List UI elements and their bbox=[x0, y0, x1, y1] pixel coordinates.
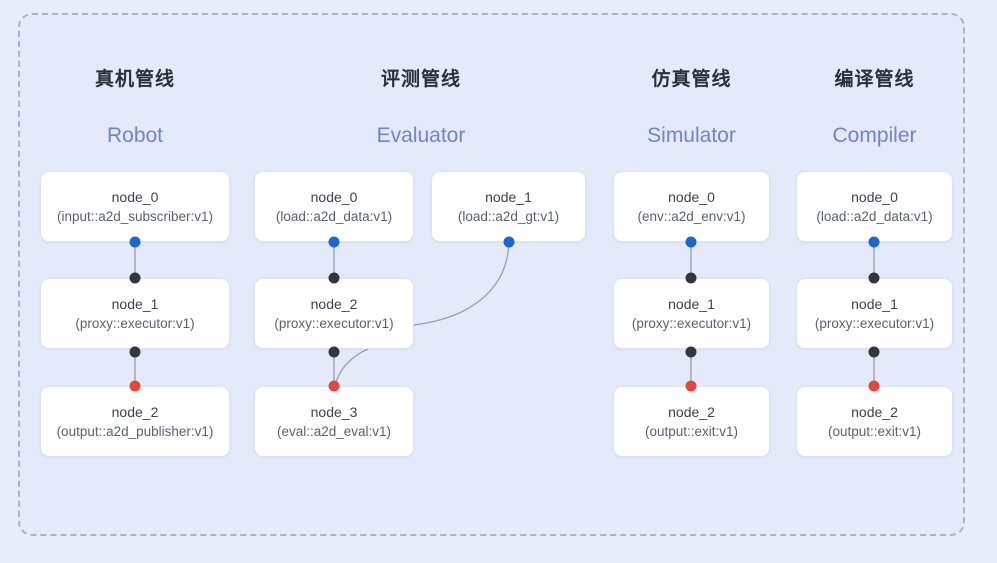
node-spec: (env::a2d_env:v1) bbox=[637, 208, 746, 224]
node-name: node_0 bbox=[851, 188, 898, 205]
node-spec: (input::a2d_subscriber:v1) bbox=[56, 208, 214, 224]
node-card-simulator-2[interactable]: node_2 (output::exit:v1) bbox=[613, 386, 770, 457]
port-out-evaluator-0[interactable] bbox=[328, 236, 340, 248]
column-title-cn-evaluator: 评测管线 bbox=[380, 69, 461, 90]
pipeline-dashed-frame bbox=[18, 13, 965, 536]
port-in-robot-1[interactable] bbox=[129, 272, 141, 284]
node-spec: (load::a2d_gt:v1) bbox=[457, 208, 560, 224]
node-name: node_1 bbox=[668, 295, 715, 312]
port-out-simulator-0[interactable] bbox=[685, 236, 697, 248]
port-in-simulator-2[interactable] bbox=[685, 380, 697, 392]
node-name: node_2 bbox=[310, 295, 358, 312]
column-title-cn-simulator: 仿真管线 bbox=[651, 69, 732, 90]
node-spec: (proxy::executor:v1) bbox=[274, 315, 394, 331]
port-out-evaluator-1[interactable] bbox=[503, 236, 515, 248]
node-name: node_1 bbox=[111, 295, 159, 312]
node-name: node_0 bbox=[111, 188, 159, 205]
node-card-simulator-1[interactable]: node_1 (proxy::executor:v1) bbox=[613, 278, 770, 349]
node-spec: (output::a2d_publisher:v1) bbox=[56, 423, 214, 439]
node-card-evaluator-3[interactable]: node_3 (eval::a2d_eval:v1) bbox=[254, 386, 414, 457]
node-card-robot-1[interactable]: node_1 (proxy::executor:v1) bbox=[40, 278, 230, 349]
node-spec: (eval::a2d_eval:v1) bbox=[276, 423, 392, 439]
port-out-compiler-1[interactable] bbox=[868, 346, 880, 358]
node-card-robot-2[interactable]: node_2 (output::a2d_publisher:v1) bbox=[40, 386, 230, 457]
column-title-en-compiler: Compiler bbox=[832, 124, 917, 147]
port-in-evaluator-3[interactable] bbox=[328, 380, 340, 392]
port-out-evaluator-2[interactable] bbox=[328, 346, 340, 358]
port-in-evaluator-2[interactable] bbox=[328, 272, 340, 284]
column-title-en-evaluator: Evaluator bbox=[376, 124, 466, 147]
node-spec: (proxy::executor:v1) bbox=[631, 315, 752, 331]
node-spec: (load::a2d_data:v1) bbox=[816, 208, 933, 224]
node-name: node_0 bbox=[310, 188, 358, 205]
node-name: node_2 bbox=[668, 403, 715, 420]
port-out-compiler-0[interactable] bbox=[868, 236, 880, 248]
node-name: node_0 bbox=[668, 188, 715, 205]
port-in-robot-2[interactable] bbox=[129, 380, 141, 392]
node-name: node_3 bbox=[310, 403, 358, 420]
node-card-compiler-0[interactable]: node_0 (load::a2d_data:v1) bbox=[796, 171, 953, 242]
port-in-simulator-1[interactable] bbox=[685, 272, 697, 284]
node-name: node_2 bbox=[851, 403, 898, 420]
port-out-simulator-1[interactable] bbox=[685, 346, 697, 358]
node-spec: (output::exit:v1) bbox=[827, 423, 922, 439]
node-card-evaluator-0[interactable]: node_0 (load::a2d_data:v1) bbox=[254, 171, 414, 242]
node-card-compiler-2[interactable]: node_2 (output::exit:v1) bbox=[796, 386, 953, 457]
column-title-cn-compiler: 编译管线 bbox=[834, 69, 915, 90]
node-spec: (proxy::executor:v1) bbox=[75, 315, 195, 331]
port-in-compiler-2[interactable] bbox=[868, 380, 880, 392]
node-card-evaluator-1[interactable]: node_1 (load::a2d_gt:v1) bbox=[431, 171, 586, 242]
node-name: node_2 bbox=[111, 403, 159, 420]
node-card-evaluator-2[interactable]: node_2 (proxy::executor:v1) bbox=[254, 278, 414, 349]
node-card-simulator-0[interactable]: node_0 (env::a2d_env:v1) bbox=[613, 171, 770, 242]
node-spec: (output::exit:v1) bbox=[644, 423, 739, 439]
node-card-compiler-1[interactable]: node_1 (proxy::executor:v1) bbox=[796, 278, 953, 349]
port-in-compiler-1[interactable] bbox=[868, 272, 880, 284]
column-title-en-simulator: Simulator bbox=[647, 124, 736, 147]
node-name: node_1 bbox=[485, 188, 532, 205]
column-title-en-robot: Robot bbox=[106, 124, 164, 147]
port-out-robot-1[interactable] bbox=[129, 346, 141, 358]
column-title-cn-robot: 真机管线 bbox=[94, 69, 175, 90]
node-card-robot-0[interactable]: node_0 (input::a2d_subscriber:v1) bbox=[40, 171, 230, 242]
port-out-robot-0[interactable] bbox=[129, 236, 141, 248]
node-spec: (load::a2d_data:v1) bbox=[275, 208, 393, 224]
node-spec: (proxy::executor:v1) bbox=[814, 315, 935, 331]
node-name: node_1 bbox=[851, 295, 898, 312]
